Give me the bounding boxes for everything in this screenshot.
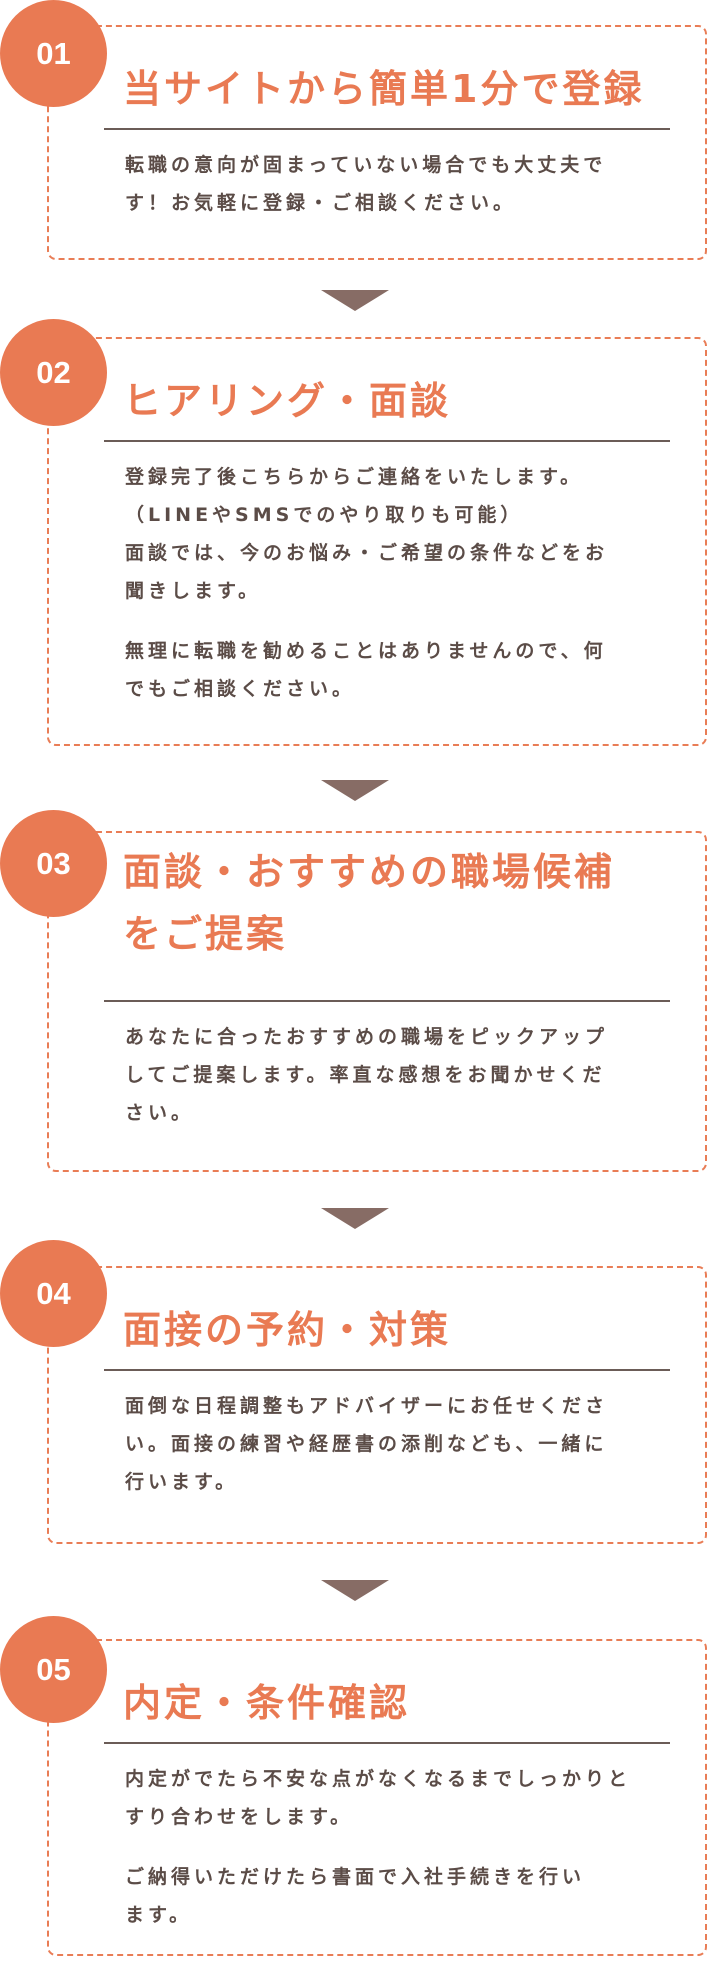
paragraph: 面倒な日程調整もアドバイザーにお任せください。面接の練習や経歴書の添削なども、一… (125, 1387, 685, 1501)
text-line: 聞きします。 (125, 580, 262, 602)
divider (104, 1000, 670, 1002)
text-line: 転職の意向が固まっていない場合でも大丈夫で (125, 154, 607, 176)
down-arrow-icon (321, 1580, 389, 1601)
paragraph: ご納得いただけたら書面で入社手続きを行います。 (125, 1858, 685, 1934)
divider (104, 1369, 670, 1371)
divider (104, 440, 670, 442)
step-title: 面接の予約・対策 (123, 1299, 685, 1361)
down-arrow-icon (321, 290, 389, 311)
step-title: ヒアリング・面談 (123, 370, 685, 432)
step-title-line: 当サイトから簡単1分で登録 (123, 67, 645, 111)
step-description: 面倒な日程調整もアドバイザーにお任せください。面接の練習や経歴書の添削なども、一… (125, 1387, 685, 1523)
step-card: 当サイトから簡単1分で登録転職の意向が固まっていない場合でも大丈夫です！お気軽に… (47, 25, 707, 260)
step-card: 面談・おすすめの職場候補をご提案あなたに合ったおすすめの職場をピックアップしてご… (47, 831, 707, 1172)
text-line: （LINEやSMSでのやり取りも可能） (125, 504, 524, 526)
step-number-badge: 01 (0, 0, 107, 107)
text-line: 登録完了後こちらからご連絡をいたします。 (125, 466, 584, 488)
divider (104, 128, 670, 130)
text-line: してご提案します。率直な感想をお聞かせくだ (125, 1064, 606, 1086)
step-title: 面談・おすすめの職場候補をご提案 (123, 841, 685, 965)
paragraph: 転職の意向が固まっていない場合でも大丈夫です！お気軽に登録・ご相談ください。 (125, 146, 685, 222)
text-line: ご納得いただけたら書面で入社手続きを行い (125, 1866, 586, 1888)
text-line: でもご相談ください。 (125, 678, 356, 700)
step-number-badge: 02 (0, 319, 107, 426)
text-line: すり合わせをします。 (125, 1806, 354, 1828)
paragraph: 内定がでたら不安な点がなくなるまでしっかりとすり合わせをします。 (125, 1760, 685, 1836)
text-line: い。面接の練習や経歴書の添削なども、一緒に (125, 1433, 608, 1455)
text-line: ます。 (125, 1904, 193, 1926)
paragraph: あなたに合ったおすすめの職場をピックアップしてご提案します。率直な感想をお聞かせ… (125, 1018, 685, 1132)
text-line: 無理に転職を勧めることはありませんので、何 (125, 640, 607, 662)
text-line: 内定がでたら不安な点がなくなるまでしっかりと (125, 1768, 632, 1790)
step-description: 登録完了後こちらからご連絡をいたします。 （LINEやSMSでのやり取りも可能） 面… (125, 458, 685, 730)
step-description: あなたに合ったおすすめの職場をピックアップしてご提案します。率直な感想をお聞かせ… (125, 1018, 685, 1154)
step-title-line: ヒアリング・面談 (123, 379, 452, 423)
text-line: す！お気軽に登録・ご相談ください。 (125, 192, 517, 214)
step-card: ヒアリング・面談登録完了後こちらからご連絡をいたします。 （LINEやSMSでのや… (47, 337, 707, 746)
text-line: さい。 (125, 1102, 195, 1124)
text-line: あなたに合ったおすすめの職場をピックアップ (125, 1026, 609, 1048)
down-arrow-icon (321, 780, 389, 801)
text-line: 面談では、今のお悩み・ご希望の条件などをお (125, 542, 609, 564)
down-arrow-icon (321, 1208, 389, 1229)
paragraph: 登録完了後こちらからご連絡をいたします。 （LINEやSMSでのやり取りも可能） 面… (125, 458, 685, 610)
step-title-line: 内定・条件確認 (123, 1681, 411, 1725)
step-card: 内定・条件確認内定がでたら不安な点がなくなるまでしっかりとすり合わせをします。ご… (47, 1639, 707, 1956)
step-number-badge: 03 (0, 810, 107, 917)
step-title: 当サイトから簡単1分で登録 (123, 58, 685, 120)
step-number-badge: 05 (0, 1616, 107, 1723)
paragraph: 無理に転職を勧めることはありませんので、何でもご相談ください。 (125, 632, 685, 708)
step-description: 内定がでたら不安な点がなくなるまでしっかりとすり合わせをします。ご納得いただけた… (125, 1760, 685, 1956)
step-title: 内定・条件確認 (123, 1672, 685, 1734)
step-title-line: をご提案 (123, 912, 288, 956)
step-card: 面接の予約・対策面倒な日程調整もアドバイザーにお任せください。面接の練習や経歴書… (47, 1266, 707, 1544)
step-description: 転職の意向が固まっていない場合でも大丈夫です！お気軽に登録・ご相談ください。 (125, 146, 685, 244)
step-title-line: 面談・おすすめの職場候補 (123, 850, 616, 894)
divider (104, 1742, 670, 1744)
step-title-line: 面接の予約・対策 (123, 1308, 452, 1352)
text-line: 面倒な日程調整もアドバイザーにお任せくださ (125, 1395, 609, 1417)
step-number-badge: 04 (0, 1240, 107, 1347)
text-line: 行います。 (125, 1471, 239, 1493)
